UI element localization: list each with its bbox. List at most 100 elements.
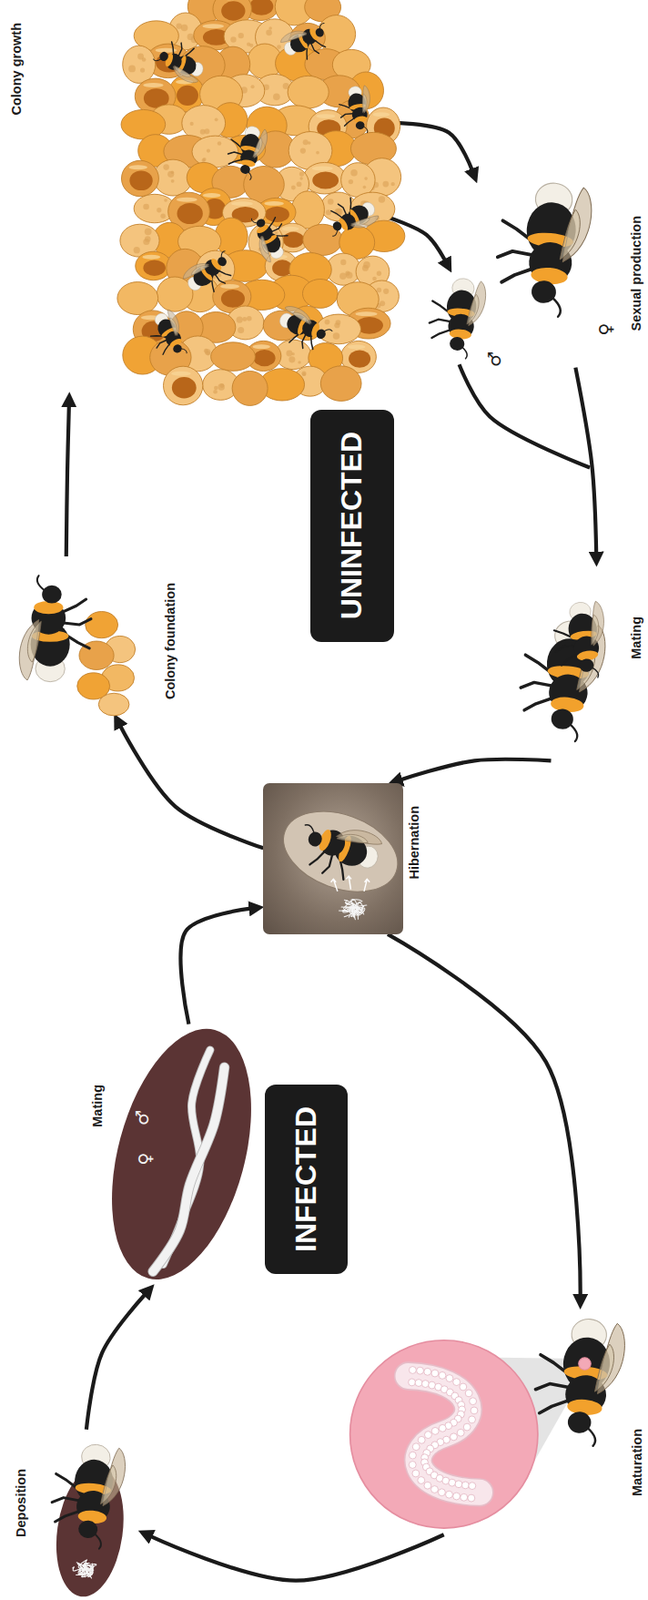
bumblebee <box>555 644 577 652</box>
brood-cell <box>283 232 304 248</box>
brood-cell <box>300 176 304 180</box>
nematode-tangle <box>78 1562 93 1574</box>
brood-cell <box>211 342 256 371</box>
brood-cell <box>364 176 369 181</box>
magnified-view <box>350 1339 538 1528</box>
bumblebee <box>163 307 185 336</box>
brood-cell <box>348 349 371 367</box>
brood-cell <box>221 0 245 21</box>
brood-cell <box>287 75 329 109</box>
gravid-nematode <box>416 1366 425 1375</box>
stage-label: Maturation <box>630 1427 645 1496</box>
bumblebee <box>351 213 372 230</box>
brood-cell <box>296 181 303 187</box>
gravid-nematode <box>412 1469 420 1478</box>
brood-cell <box>383 288 389 294</box>
brood-cell <box>325 209 332 215</box>
bumblebee <box>190 261 210 279</box>
nematode <box>152 1066 224 1271</box>
gravid-nematode <box>437 1488 446 1496</box>
gravid-nematode <box>460 1493 468 1501</box>
bumblebee <box>283 303 315 324</box>
bumblebee <box>587 600 608 647</box>
colony-growth-stage: Colony growth <box>60 0 388 393</box>
bumblebee <box>292 810 385 889</box>
brood-cell <box>140 67 145 72</box>
bumblebee <box>340 112 354 118</box>
brood-cell <box>303 279 339 309</box>
gravid-nematode <box>469 1397 477 1405</box>
bumblebee <box>158 50 170 63</box>
gravid-nematode <box>438 1424 446 1432</box>
brood-cell <box>251 84 255 89</box>
brood-cell <box>202 157 207 162</box>
gravid-nematode <box>456 1428 465 1437</box>
brood-cell <box>348 179 354 184</box>
bumblebee <box>253 136 264 158</box>
cycle-arrow <box>151 1533 445 1580</box>
brood-cell <box>187 33 194 41</box>
brood-cell <box>221 0 241 1</box>
brood-cell <box>163 198 168 203</box>
infection-arrow <box>346 875 353 890</box>
bumblebee <box>586 1427 597 1447</box>
gravid-nematode <box>408 1366 480 1501</box>
gravid-nematode <box>409 1451 417 1459</box>
brood-cell <box>243 165 285 203</box>
stage-label: Mating <box>629 616 644 659</box>
bumblebee <box>531 1314 628 1448</box>
bumblebee <box>465 293 479 324</box>
bumblebee <box>172 65 193 79</box>
cycle-arrow <box>387 933 581 1296</box>
brood-cell <box>249 0 274 16</box>
brood-cell <box>345 271 353 278</box>
brood-cell <box>171 371 192 376</box>
brood-cell <box>204 128 211 134</box>
bumblebee <box>176 42 184 57</box>
brood-cell <box>327 198 335 205</box>
brood-cell <box>313 171 340 189</box>
brood-cell <box>391 182 395 186</box>
bumblebee <box>251 217 258 225</box>
brood-cell <box>253 344 271 349</box>
gravid-nematode <box>459 1383 467 1391</box>
gravid-nematode <box>431 1427 439 1435</box>
brood-cell <box>276 44 282 50</box>
cycle-arrow <box>66 405 70 557</box>
brood-cell <box>135 251 173 281</box>
brood-cell <box>298 360 302 364</box>
brood-cell <box>274 231 279 235</box>
gravid-nematode <box>424 1367 432 1376</box>
gravid-nematode <box>453 1492 461 1500</box>
cycle-arrow <box>401 759 552 780</box>
brood-cell <box>383 181 390 188</box>
sexual-production-stage: Sexual production <box>408 182 618 368</box>
brood-cell <box>236 315 243 323</box>
brood-cell <box>203 348 209 354</box>
bumblebee <box>167 41 178 56</box>
bumblebee <box>300 334 308 348</box>
bumblebee <box>291 311 314 325</box>
brood-cell <box>214 117 219 122</box>
infection-arrow <box>364 878 371 881</box>
sex-symbol: ♀ <box>137 1152 155 1165</box>
cycle-arrow <box>86 1293 145 1428</box>
bumblebee <box>243 206 296 264</box>
brood-cell <box>220 283 240 289</box>
brood-cell <box>217 141 222 145</box>
brood-cell <box>128 64 136 72</box>
brood-cell <box>303 139 309 145</box>
brood-cell <box>321 365 363 402</box>
bumblebee <box>318 22 326 30</box>
brood-cell <box>221 289 245 308</box>
bumblebee <box>520 680 553 690</box>
brood-cell <box>172 376 197 398</box>
stage-label: Sexual production <box>629 215 644 332</box>
stage-illustration <box>516 598 613 743</box>
brood-cell <box>142 254 162 260</box>
nematode-tangle <box>345 899 360 920</box>
bumblebee <box>425 275 486 360</box>
bumblebee <box>364 125 369 133</box>
gravid-nematode <box>468 1481 476 1489</box>
gravid-nematode <box>415 1378 423 1387</box>
